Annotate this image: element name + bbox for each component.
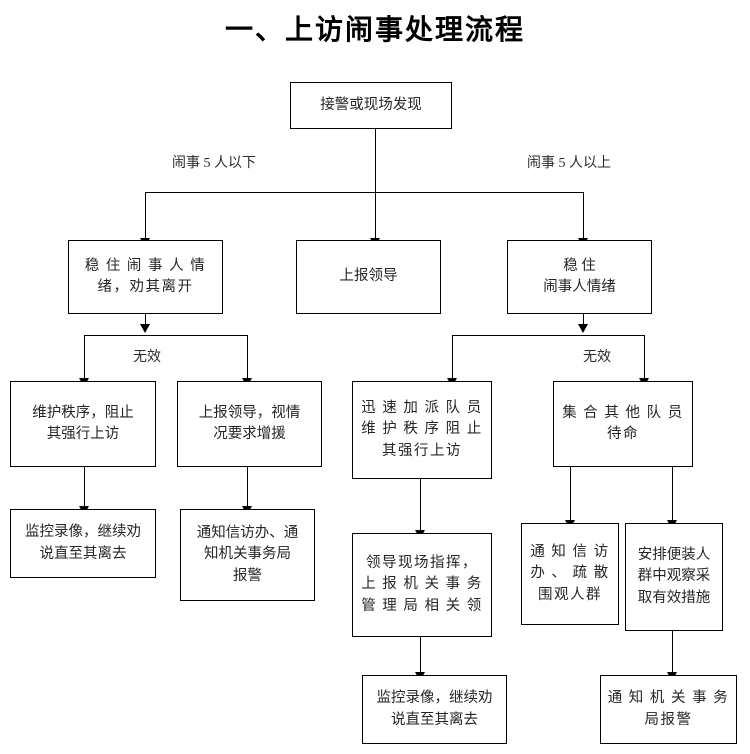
node-record-persuade-mid-label: 监控录像，继续劝 说直至其离去 (376, 690, 493, 728)
connector-r2b-to-r2c (672, 631, 673, 675)
connector-m1b-to-m1c (420, 637, 421, 675)
arrowhead-leftcalm-down (140, 324, 150, 333)
edge-label-branch-right: 闹事 5 人以上 (527, 156, 611, 171)
node-start-label: 接警或现场发现 (320, 96, 422, 113)
connector-rightcalm-to-m1 (452, 335, 453, 381)
edge-label-branch-left: 闹事 5 人以下 (172, 156, 256, 171)
node-report-request-support-label: 上报领导，视情 况要求增援 (198, 404, 301, 442)
node-record-persuade-mid[interactable]: 监控录像，继续劝 说直至其离去 (362, 675, 507, 744)
node-notify-affairs-bureau[interactable]: 通 知 机 关 事 务 局报警 (600, 675, 737, 744)
node-plainclothes-observe[interactable]: 安排便装人 群中观察采 取有效措施 (625, 523, 723, 631)
node-maintain-order[interactable]: 维护秩序，阻止 其强行上访 (10, 381, 156, 467)
node-assemble-standby-label: 集 合 其 他 队 员 待命 (562, 404, 684, 442)
connector-rightcalm-to-r1 (644, 335, 645, 381)
node-notify-petition-office[interactable]: 通知信访办、通 知机关事务局 报警 (180, 509, 315, 601)
connector-l2-to-l2b (247, 467, 248, 509)
node-notify-petition-office-label: 通知信访办、通 知机关事务局 报警 (196, 525, 299, 584)
node-start[interactable]: 接警或现场发现 (290, 82, 452, 129)
connector-start-trunk (375, 129, 376, 192)
node-right-calm[interactable]: 稳 住 闹事人情绪 (507, 240, 652, 314)
node-plainclothes-observe-label: 安排便装人 群中观察采 取有效措施 (637, 547, 711, 606)
node-maintain-order-label: 维护秩序，阻止 其强行上访 (32, 404, 134, 442)
page-title: 一、上访闹事处理流程 (224, 14, 525, 45)
node-dispatch-team-label: 迅 速 加 派 队 员 维 护 秩 序 阻 止 其强行上访 (361, 400, 483, 459)
node-notify-disperse-crowd-label: 通 知 信 访 办 、 疏 散 围观人群 (530, 544, 610, 603)
node-report-leader[interactable]: 上报领导 (296, 240, 441, 314)
connector-start-fanout-bar (145, 192, 583, 193)
connector-l1-to-l1b (84, 467, 85, 509)
connector-leftcalm-down (145, 314, 146, 326)
node-right-calm-label: 稳 住 闹事人情绪 (543, 257, 616, 295)
connector-r1-to-r1b (570, 467, 571, 523)
connector-leftcalm-to-l1 (84, 335, 85, 381)
connector-leftcalm-to-l2 (247, 335, 248, 381)
arrowhead-rightcalm-down (578, 324, 588, 333)
node-notify-affairs-bureau-label: 通 知 机 关 事 务 局报警 (607, 690, 730, 728)
node-leader-onsite-command[interactable]: 领导现场指挥， 上 报 机 关 事 务 管 理 局 相 关 领 (352, 533, 492, 637)
connector-m1-to-m1b (420, 479, 421, 533)
node-left-calm-label: 稳 住 闹 事 人 情 绪，劝其离开 (84, 257, 207, 295)
connector-rightcalm-down (583, 314, 584, 326)
node-notify-disperse-crowd[interactable]: 通 知 信 访 办 、 疏 散 围观人群 (521, 523, 619, 625)
node-report-leader-label: 上报领导 (339, 268, 398, 285)
node-report-request-support[interactable]: 上报领导，视情 况要求增援 (177, 381, 322, 467)
node-dispatch-team[interactable]: 迅 速 加 派 队 员 维 护 秩 序 阻 止 其强行上访 (352, 381, 492, 479)
edge-label-invalid-left: 无效 (133, 350, 161, 365)
node-leader-onsite-command-label: 领导现场指挥， 上 报 机 关 事 务 管 理 局 相 关 领 (361, 555, 483, 614)
node-record-persuade-left-label: 监控录像，继续劝 说直至其离去 (25, 524, 141, 562)
node-record-persuade-left[interactable]: 监控录像，继续劝 说直至其离去 (10, 509, 156, 578)
connector-start-to-left (145, 192, 146, 240)
connector-start-to-right (583, 192, 584, 240)
connector-start-to-mid (375, 192, 376, 240)
node-left-calm[interactable]: 稳 住 闹 事 人 情 绪，劝其离开 (68, 240, 223, 314)
edge-label-invalid-right: 无效 (583, 350, 611, 365)
node-assemble-standby[interactable]: 集 合 其 他 队 员 待命 (553, 381, 693, 467)
connector-rightcalm-split-bar (452, 335, 644, 336)
connector-leftcalm-split-bar (84, 335, 247, 336)
connector-r1-to-r2b (672, 467, 673, 523)
